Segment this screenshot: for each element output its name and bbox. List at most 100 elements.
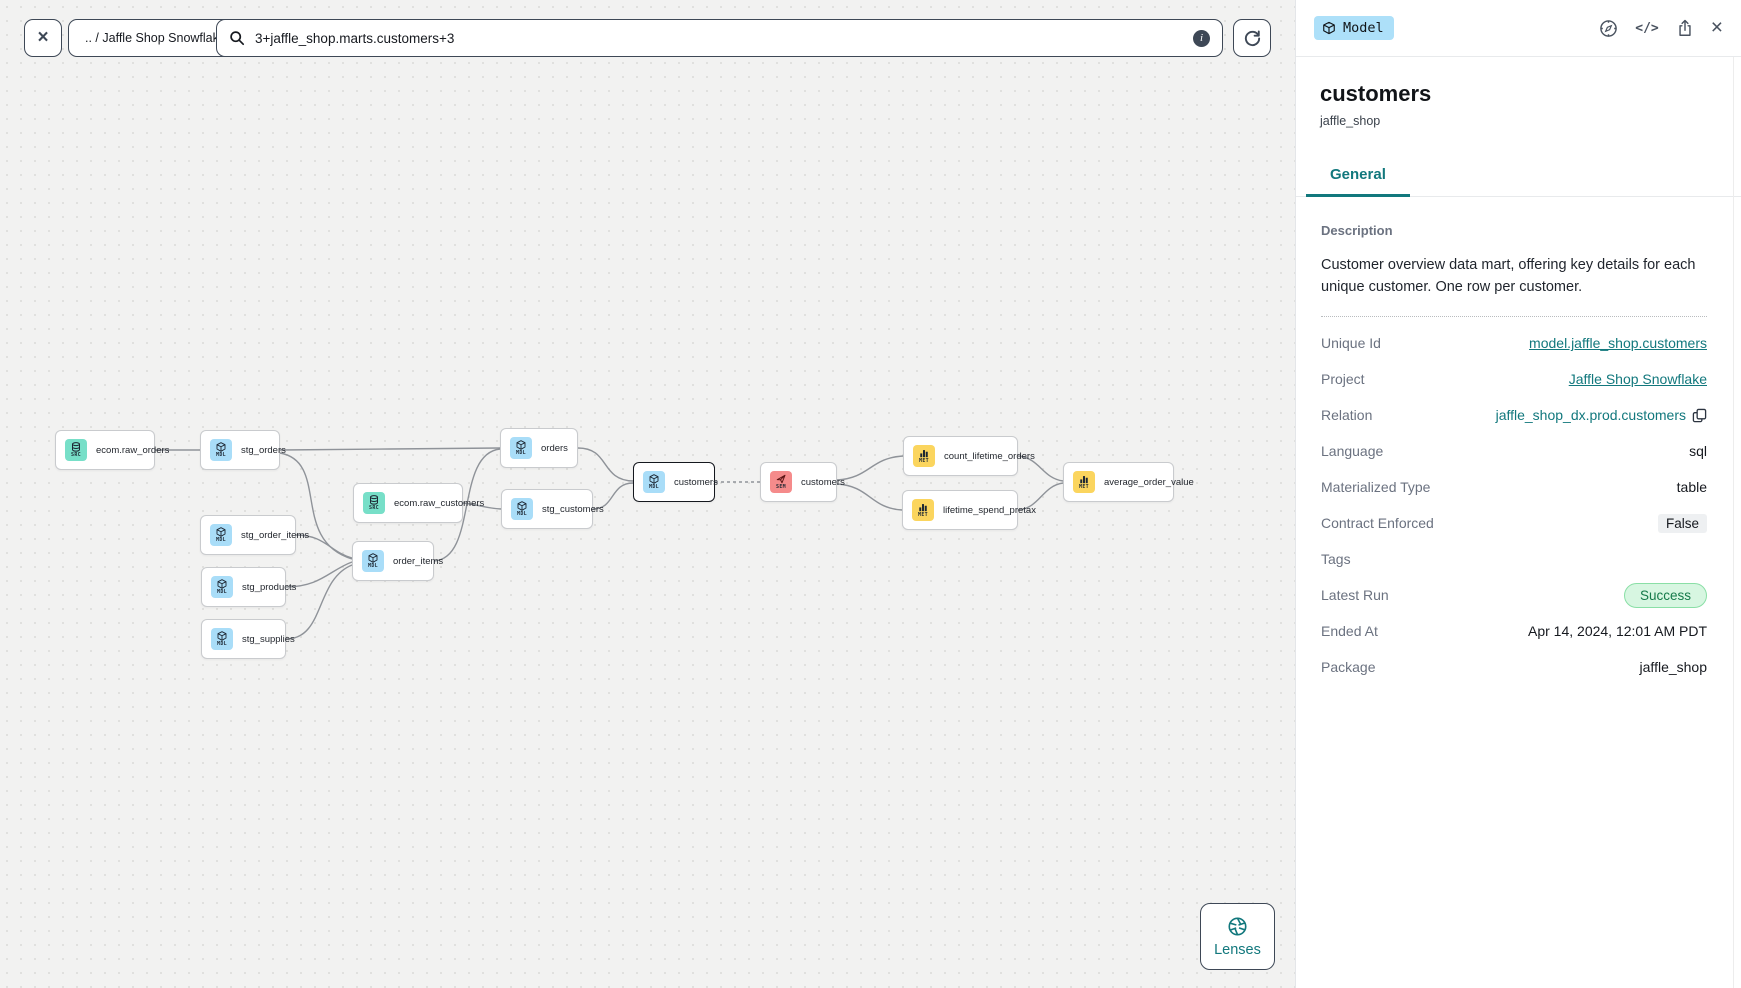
search-input[interactable] xyxy=(255,30,1183,46)
node-label: ecom.raw_orders xyxy=(96,444,170,456)
cube-icon: MDL xyxy=(511,498,533,520)
field-label: Tags xyxy=(1321,551,1351,568)
cube-icon: MDL xyxy=(211,628,233,650)
field-label: Contract Enforced xyxy=(1321,515,1434,532)
node-label: orders xyxy=(541,442,568,454)
field-row-tags: Tags xyxy=(1321,541,1707,577)
code-icon[interactable]: </> xyxy=(1635,20,1659,36)
field-value: Apr 14, 2024, 12:01 AM PDT xyxy=(1528,623,1707,640)
node-label: stg_supplies xyxy=(242,633,295,645)
lineage-edge xyxy=(295,534,353,559)
field-value: jaffle_shop xyxy=(1639,659,1707,676)
lineage-edge xyxy=(577,447,634,482)
lineage-edge xyxy=(1017,482,1064,511)
breadcrumb-label: .. / Jaffle Shop Snowflake xyxy=(85,31,226,45)
cube-icon: MDL xyxy=(510,437,532,459)
field-value-link[interactable]: Jaffle Shop Snowflake xyxy=(1568,371,1707,388)
cube-icon: MDL xyxy=(643,471,665,493)
description-label: Description xyxy=(1321,223,1393,238)
description-text: Customer overview data mart, offering ke… xyxy=(1321,254,1707,318)
node-label: customers xyxy=(801,476,845,488)
field-label: Unique Id xyxy=(1321,335,1381,352)
field-value: table xyxy=(1676,479,1707,496)
lineage-edge xyxy=(279,447,501,451)
semantic-model-icon: SEM xyxy=(770,471,792,493)
lineage-edge xyxy=(592,482,634,510)
node-label: stg_order_items xyxy=(241,529,310,541)
tab-general[interactable]: General xyxy=(1306,160,1410,197)
node-ecom-raw-orders[interactable]: SRC ecom.raw_orders xyxy=(55,430,169,470)
node-label: stg_orders xyxy=(241,444,286,456)
panel-tabs: General xyxy=(1296,160,1741,197)
node-label: order_items xyxy=(393,555,444,567)
close-panel-icon[interactable]: × xyxy=(1710,16,1723,39)
cube-icon: MDL xyxy=(210,524,232,546)
explore-compass-icon[interactable] xyxy=(1599,19,1618,38)
node-label: count_lifetime_orders xyxy=(944,450,1035,462)
node-label: stg_products xyxy=(242,581,297,593)
panel-toolbar: Model </> × xyxy=(1296,0,1741,57)
selector-search-bar: i xyxy=(216,19,1223,57)
node-stg-products[interactable]: MDL stg_products xyxy=(201,567,296,607)
node-stg-order-items[interactable]: MDL stg_order_items xyxy=(200,515,309,555)
copy-icon[interactable] xyxy=(1692,408,1707,423)
cube-icon xyxy=(1322,21,1336,35)
lenses-button[interactable]: Lenses xyxy=(1200,903,1275,970)
field-row-package: Package jaffle_shop xyxy=(1321,649,1707,685)
node-label: average_order_value xyxy=(1104,476,1194,488)
node-stg-orders[interactable]: MDL stg_orders xyxy=(200,430,286,470)
field-label: Language xyxy=(1321,443,1384,460)
lineage-edge xyxy=(285,561,353,588)
node-stg-supplies[interactable]: MDL stg_supplies xyxy=(201,619,295,659)
node-label: lifetime_spend_pretax xyxy=(943,504,1036,516)
lineage-edge xyxy=(1017,455,1064,482)
share-icon[interactable] xyxy=(1676,19,1694,38)
panel-header: customers jaffle_shop xyxy=(1296,57,1741,128)
panel-subtitle: jaffle_shop xyxy=(1320,114,1381,128)
node-stg-customers[interactable]: MDL stg_customers xyxy=(501,489,604,529)
field-row-contract-enforced: Contract Enforced False xyxy=(1321,505,1707,541)
breadcrumb[interactable]: .. / Jaffle Shop Snowflake xyxy=(68,19,243,57)
lineage-edge xyxy=(836,483,903,511)
cube-icon: MDL xyxy=(210,439,232,461)
bar-chart-icon: MET xyxy=(913,445,935,467)
details-panel: Model </> × customers jaffle_shop Genera… xyxy=(1295,0,1741,988)
lineage-edges xyxy=(155,447,1064,640)
node-label: ecom.raw_customers xyxy=(394,497,485,509)
info-icon[interactable]: i xyxy=(1193,29,1210,47)
field-row-ended-at: Ended At Apr 14, 2024, 12:01 AM PDT xyxy=(1321,613,1707,649)
field-row-unique-id: Unique Id model.jaffle_shop.customers xyxy=(1321,325,1707,361)
node-count-lifetime-orders[interactable]: MET count_lifetime_orders xyxy=(903,436,1035,476)
relation-text: jaffle_shop_dx.prod.customers xyxy=(1495,407,1686,424)
contract-badge: False xyxy=(1657,513,1707,533)
lineage-edge xyxy=(433,448,501,562)
field-label: Package xyxy=(1321,659,1376,676)
field-value-link[interactable]: model.jaffle_shop.customers xyxy=(1529,335,1707,352)
node-label: stg_customers xyxy=(542,503,604,515)
field-label: Ended At xyxy=(1321,623,1378,640)
status-badge: Success xyxy=(1623,582,1707,608)
field-label: Latest Run xyxy=(1321,587,1389,604)
graph-topbar: × .. / Jaffle Shop Snowflake i xyxy=(0,0,1295,76)
database-icon: SRC xyxy=(65,439,87,461)
panel-content: Description Customer overview data mart,… xyxy=(1296,197,1741,685)
cube-icon: MDL xyxy=(211,576,233,598)
lineage-edge xyxy=(836,455,904,481)
refresh-button[interactable] xyxy=(1233,19,1271,57)
node-lifetime-spend-pretax[interactable]: MET lifetime_spend_pretax xyxy=(902,490,1036,530)
lineage-edge xyxy=(285,564,353,640)
lenses-label: Lenses xyxy=(1214,941,1261,958)
node-customers[interactable]: SEM customers xyxy=(760,462,845,502)
bar-chart-icon: MET xyxy=(912,499,934,521)
node-orders[interactable]: MDL orders xyxy=(500,428,578,468)
close-lineage-button[interactable]: × xyxy=(24,19,62,57)
field-row-latest-run: Latest Run Success xyxy=(1321,577,1707,613)
